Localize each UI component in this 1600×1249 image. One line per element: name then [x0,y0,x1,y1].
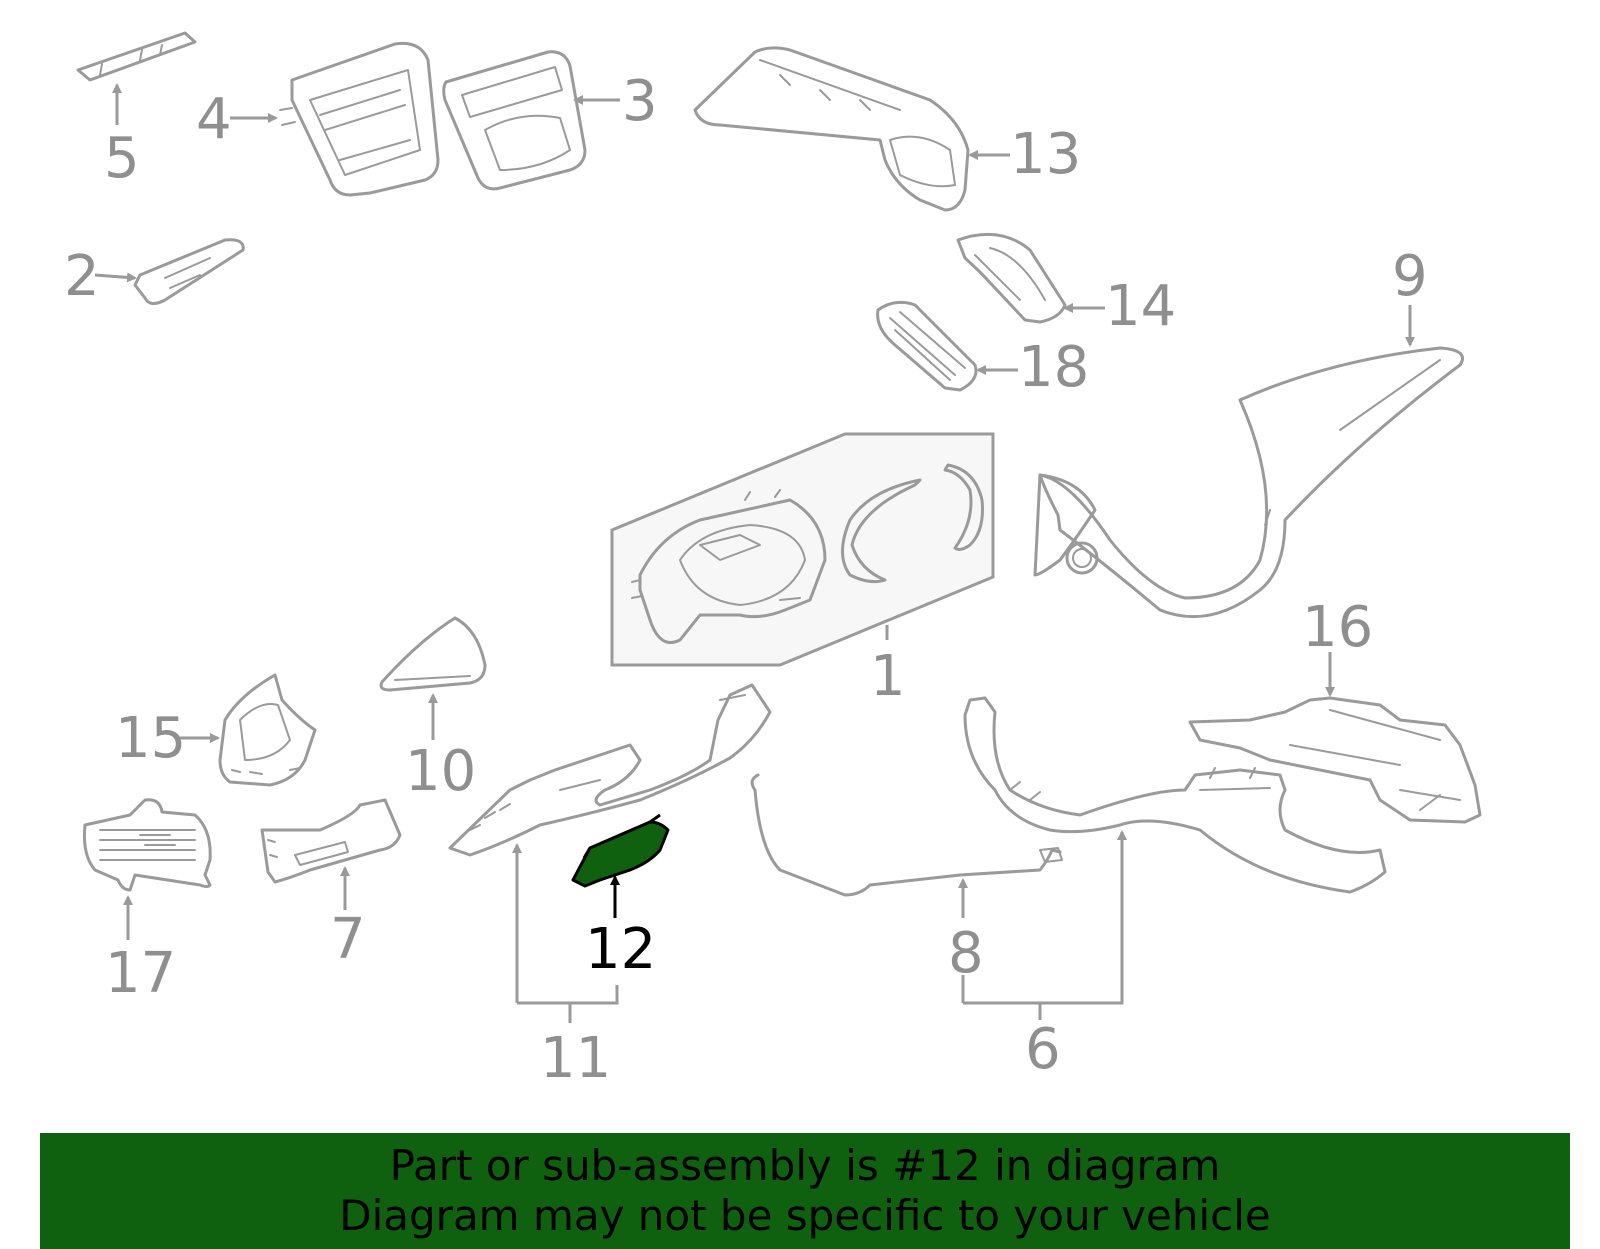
callout-2: 2 [64,244,100,309]
part-15-trim-bezel [218,673,317,787]
part-3-shifter-trim [442,50,587,191]
part-11-lower-dash-trim [448,683,772,857]
leader-6-right [963,830,1127,1005]
part-5-trim-strip [76,31,197,82]
callout-5: 5 [104,126,140,191]
part-1-cluster-kit [610,432,995,667]
callout-4: 4 [196,87,232,152]
part-8-cable [750,773,1063,897]
callout-15: 15 [115,706,186,771]
part-9-dash-panel [1033,346,1464,619]
callout-12: 12 [585,917,656,982]
part-14-side-trim [956,232,1067,324]
part-18-air-vent [876,300,978,392]
part-10-end-cover [379,616,487,692]
callout-14: 14 [1105,274,1176,339]
part-13-upper-dash-trim [693,46,970,212]
callout-3: 3 [622,69,658,134]
callout-9: 9 [1392,244,1428,309]
part-4-console-bezel [279,41,440,197]
callout-8: 8 [948,921,984,986]
callout-13: 13 [1010,122,1081,187]
part-17-vent-assembly [83,798,212,892]
callout-10: 10 [405,739,476,804]
part-12-glove-box-door [571,813,670,888]
banner-line-2: Diagram may not be specific to your vehi… [339,1191,1271,1240]
callout-16: 16 [1302,595,1373,660]
banner-line-1: Part or sub-assembly is #12 in diagram [389,1141,1221,1190]
leader-2 [94,272,137,283]
info-banner: Part or sub-assembly is #12 in diagram D… [40,1133,1570,1249]
callout-17: 17 [105,941,176,1006]
part-7-knee-trim [260,798,402,884]
callout-6: 6 [1025,1017,1061,1082]
part-16-bracket [1188,696,1482,824]
leader-11-bracket [517,985,619,1005]
callout-18: 18 [1018,335,1089,400]
callout-7: 7 [330,907,366,972]
part-2-trim-bezel [133,238,245,305]
callout-1: 1 [870,644,906,709]
part-6-dash-reinforcement [963,696,1387,894]
callout-11: 11 [540,1026,611,1091]
